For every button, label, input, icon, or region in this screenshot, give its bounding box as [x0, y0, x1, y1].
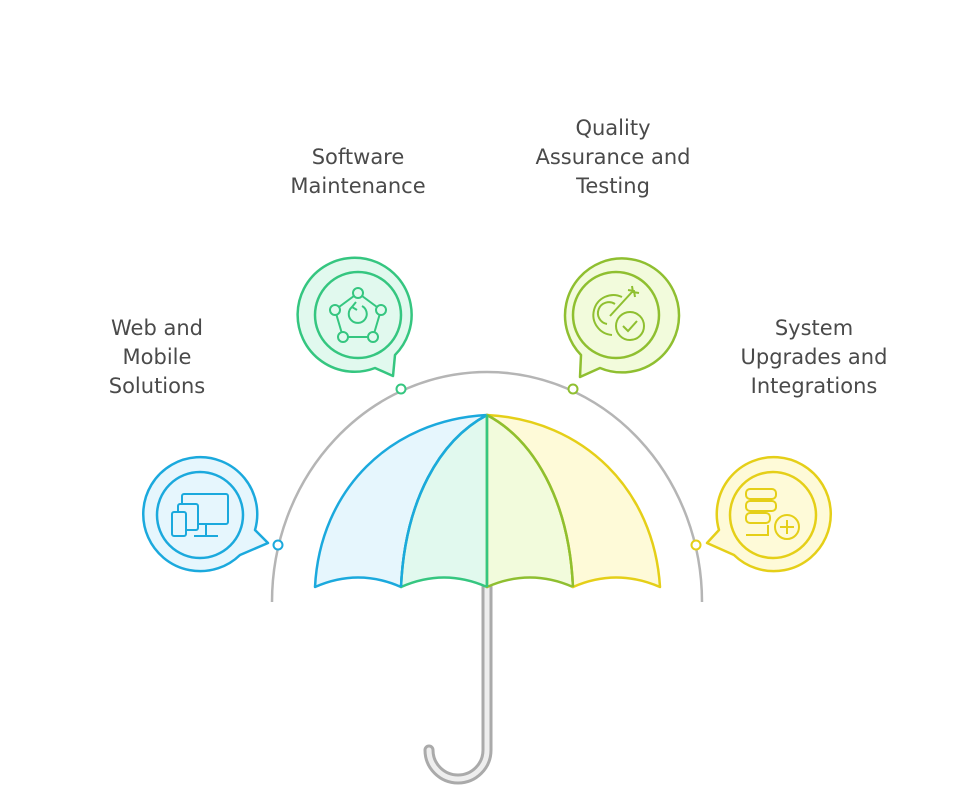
outer-arc	[270, 370, 704, 603]
label-quality-assurance: Quality Assurance and Testing	[535, 116, 691, 198]
server-add-icon	[745, 488, 800, 540]
connector-dot-maintenance	[395, 383, 407, 395]
target-check-icon	[592, 285, 645, 341]
label-software-maintenance: Software Maintenance	[290, 145, 426, 198]
bubble-web-mobile	[142, 455, 270, 573]
connector-dot-upgrades	[690, 539, 702, 551]
bubble-system-upgrades	[705, 455, 832, 573]
connector-dot-qa	[567, 383, 579, 395]
label-web-mobile: Web and Mobile Solutions	[108, 316, 206, 398]
devices-icon	[171, 493, 229, 537]
bubble-quality-assurance	[563, 257, 681, 379]
maintenance-cycle-icon	[329, 287, 387, 343]
bubble-software-maintenance	[296, 256, 413, 378]
label-system-upgrades: System Upgrades and Integrations	[740, 316, 888, 398]
umbrella-handle	[423, 579, 493, 785]
connector-dot-web	[272, 539, 284, 551]
